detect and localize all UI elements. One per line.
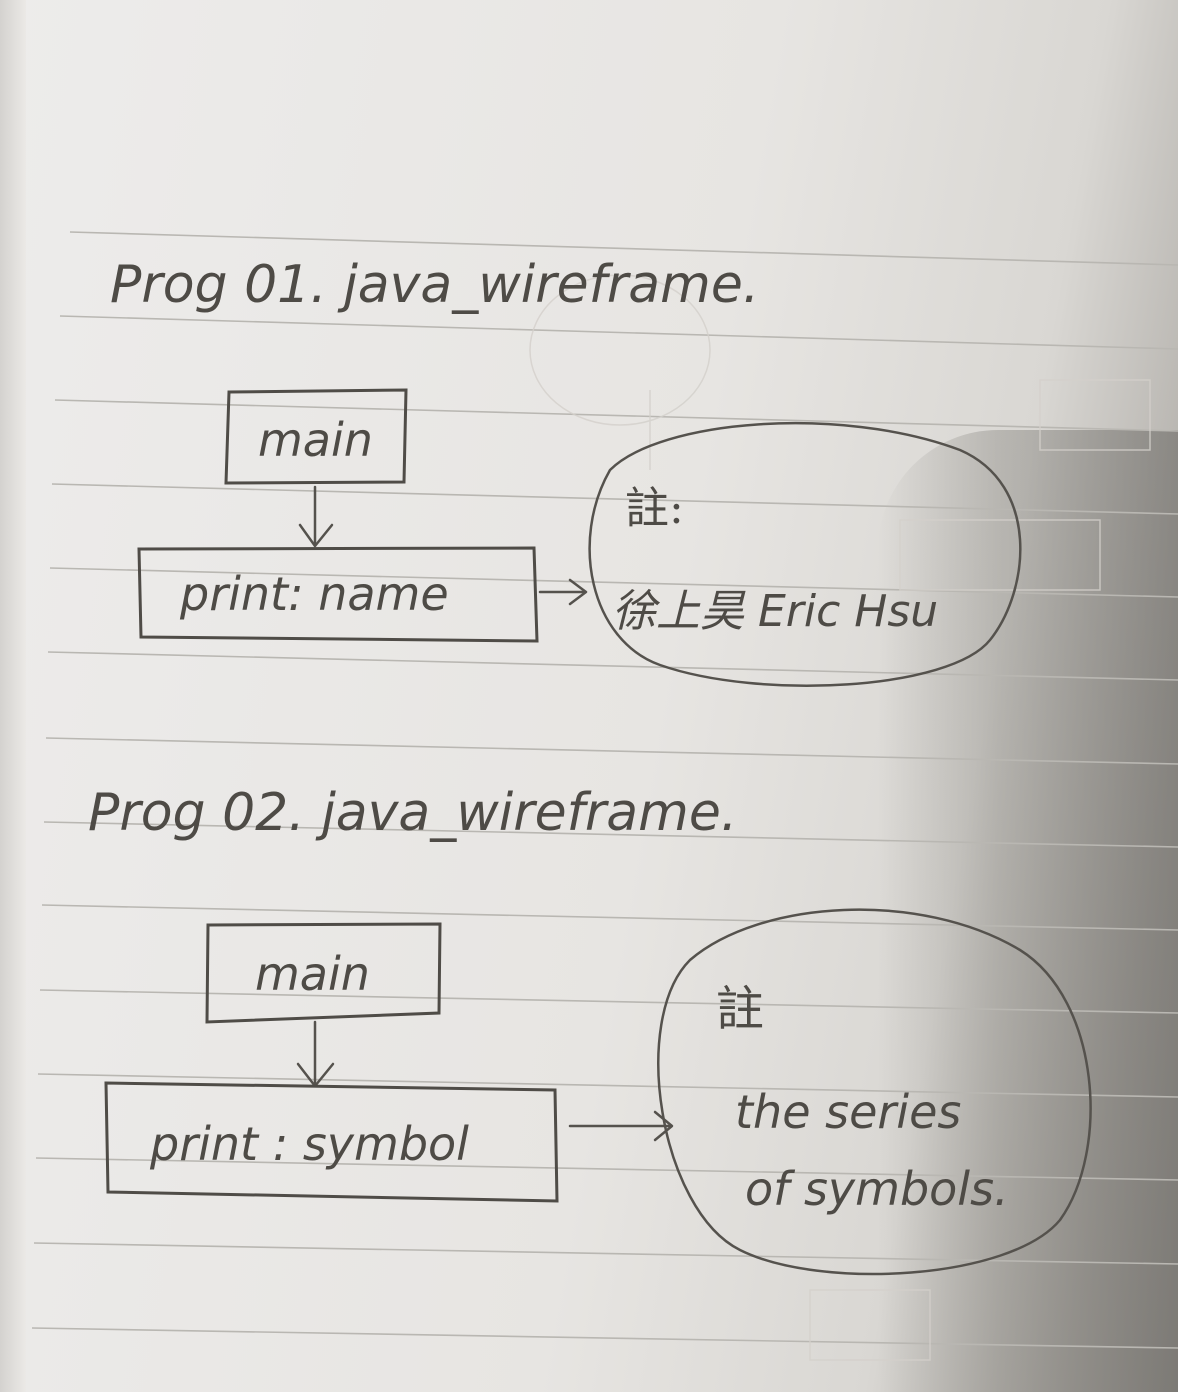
arrow-head: [298, 523, 334, 548]
diagram2-title: Prog 02. java_wireframe.: [88, 783, 737, 843]
note-text: 徐上昊 Eric Hsu: [612, 586, 938, 637]
rule-line: [43, 821, 1178, 848]
ghost-box: [899, 519, 1101, 591]
rule-line: [54, 399, 1178, 432]
note-bubble-2: 註 the series of symbols.: [657, 908, 1092, 1276]
note-bubble-outline: [657, 908, 1092, 1276]
page-edge: [0, 0, 26, 1392]
rule-line: [37, 1073, 1178, 1098]
arrow-head: [568, 578, 588, 606]
print-box-1: print: name: [137, 546, 539, 643]
arrow-head: [653, 1110, 674, 1142]
rule-line: [31, 1327, 1178, 1349]
main-box-2: main: [205, 922, 442, 1024]
main-box-label: main: [255, 947, 370, 1001]
note-bubble-outline: [588, 421, 1022, 687]
ghost-circle: [529, 274, 711, 426]
rule-line: [49, 567, 1178, 598]
diagram-2: Prog 02. java_wireframe. main print : sy…: [88, 783, 1092, 1276]
rule-line: [35, 1157, 1178, 1181]
main-box-label: main: [258, 413, 373, 467]
arrow-print-to-note-1: [538, 578, 588, 606]
rule-line: [47, 651, 1178, 681]
rule-line: [59, 315, 1178, 350]
arrow-print-to-note-2: [568, 1110, 674, 1142]
rule-line: [41, 904, 1178, 931]
arrow-main-to-print-1: [298, 485, 334, 548]
print-box-2: print : symbol: [104, 1081, 559, 1203]
main-box-outline: [224, 388, 408, 485]
print-box-label: print: name: [179, 567, 449, 621]
note-line-2: of symbols.: [745, 1162, 1009, 1216]
ghost-box: [1039, 379, 1151, 451]
diagram-1: Prog 01. java_wireframe. main print: nam…: [110, 255, 1022, 687]
arrow-main-to-print-2: [296, 1020, 335, 1088]
main-box-outline: [205, 922, 442, 1024]
print-box-outline: [104, 1081, 559, 1203]
print-box-outline: [137, 546, 539, 643]
note-label: 註:: [625, 483, 684, 534]
note-bubble-1: 註: 徐上昊 Eric Hsu: [588, 421, 1022, 687]
note-line-1: the series: [735, 1085, 961, 1139]
ghost-box: [809, 1289, 931, 1361]
rule-line: [45, 737, 1178, 765]
note-label: 註: [716, 981, 764, 1037]
rule-line: [69, 231, 1178, 266]
rule-line: [39, 989, 1178, 1014]
rule-line: [51, 483, 1178, 515]
show-through-marks: [529, 274, 1151, 1361]
ruled-lines: [31, 231, 1178, 1349]
print-box-label: print : symbol: [149, 1117, 469, 1171]
diagram1-title: Prog 01. java_wireframe.: [110, 255, 759, 315]
main-box-1: main: [224, 388, 408, 485]
